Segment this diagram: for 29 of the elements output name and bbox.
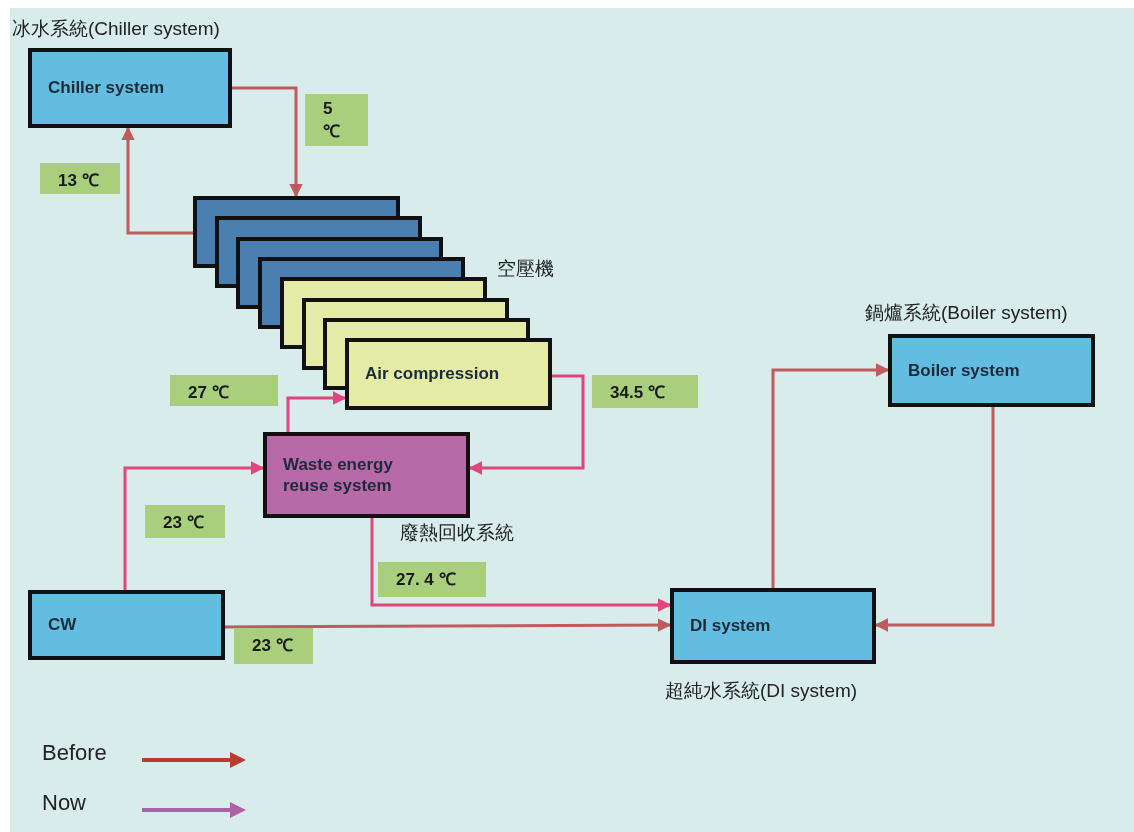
arrow xyxy=(123,461,265,590)
temperature-label: 5 ℃ xyxy=(305,94,368,146)
arrow xyxy=(286,391,347,432)
process-box: DI system xyxy=(670,588,876,664)
caption-text: 廢熱回收系統 xyxy=(400,521,514,545)
machine-label: 空壓機 xyxy=(497,257,554,281)
arrow xyxy=(771,363,890,588)
temperature-label: 23 ℃ xyxy=(234,628,313,664)
legend-text: Now xyxy=(42,790,86,816)
temperature-label: 27. 4 ℃ xyxy=(378,562,486,597)
arrow xyxy=(370,518,672,612)
heading: 超純水系統(DI system) xyxy=(665,679,858,703)
process-box: Waste energy reuse system xyxy=(263,432,470,518)
process-box: Air compression xyxy=(345,338,552,410)
temperature-label: 27 ℃ xyxy=(170,375,278,406)
legend-text: Before xyxy=(42,740,107,766)
arrow xyxy=(121,126,193,235)
arrow xyxy=(874,407,995,632)
heading: 鍋爐系統(Boiler system) xyxy=(865,301,1068,325)
temperature-label: 23 ℃ xyxy=(145,505,225,538)
heading: 冰水系統(Chiller system) xyxy=(12,17,220,41)
arrow xyxy=(232,86,303,198)
process-box: CW xyxy=(28,590,225,660)
arrow xyxy=(468,374,585,475)
temperature-label: 34.5 ℃ xyxy=(592,375,698,408)
temperature-label: 13 ℃ xyxy=(40,163,120,194)
process-box: Chiller system xyxy=(28,48,232,128)
arrow xyxy=(225,618,672,632)
process-box: Boiler system xyxy=(888,334,1095,407)
